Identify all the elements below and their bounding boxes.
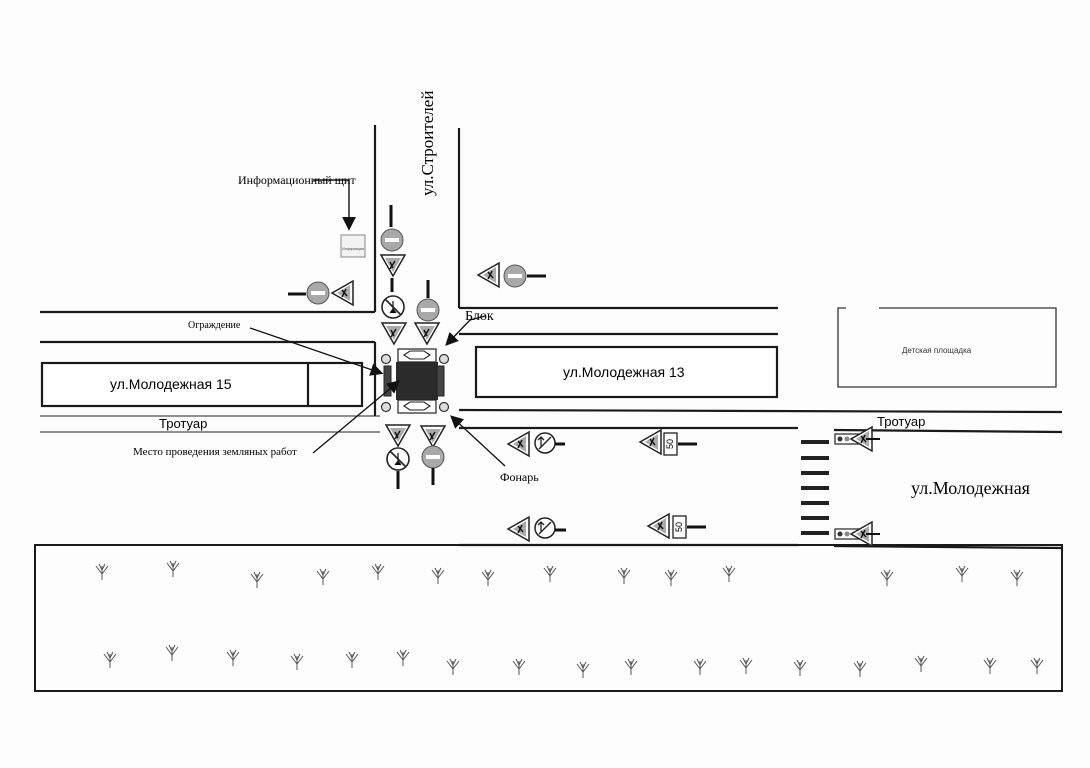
tree-icon: [576, 661, 590, 679]
street-lamp-icon: [438, 401, 450, 413]
roadworks-sign-icon: [647, 513, 670, 539]
tree-icon: [396, 649, 410, 667]
arrow-icon: [313, 179, 356, 231]
building-15-label: ул.Молодежная 15: [110, 376, 232, 392]
tree-icon: [431, 567, 445, 585]
tree-icon: [166, 560, 180, 578]
roadworks-sign-icon: [420, 425, 446, 448]
tree-icon: [481, 569, 495, 587]
tree-icon: [512, 658, 526, 676]
street-name-molodezhnaya: ул.Молодежная: [911, 478, 1030, 498]
no-entry-sign-icon: [421, 445, 445, 469]
park-area: [34, 544, 1063, 692]
playground-label: Детская площадка: [902, 346, 972, 355]
tree-icon: [103, 651, 117, 669]
no-pedestrians-sign-icon: [386, 447, 410, 471]
tree-icon: [664, 569, 678, 587]
detour-sign-icon: [534, 432, 556, 454]
excavation-site: [380, 348, 450, 414]
street-lamp-icon: [380, 401, 392, 413]
lamp-label: Фонарь: [500, 470, 539, 484]
road-lines: [40, 125, 1063, 550]
tree-icon: [290, 653, 304, 671]
tree-icon: [1010, 569, 1024, 587]
street-lamp-icon: [380, 353, 392, 365]
sidewalk-right-label: Тротуар: [877, 414, 925, 429]
tree-icon: [624, 658, 638, 676]
block-label: Блок: [465, 309, 494, 324]
tree-icon: [226, 649, 240, 667]
building-13-label: ул.Молодежная 13: [563, 364, 685, 380]
tree-icon: [1030, 657, 1044, 675]
info-board-label: Информационный щит: [238, 173, 356, 187]
street-lamp-icon: [438, 353, 450, 365]
sidewalk-left-label: Тротуар: [159, 416, 207, 431]
tree-icon: [793, 659, 807, 677]
tree-icon: [371, 563, 385, 581]
building-molodezhnaya-13: [474, 345, 779, 399]
no-pedestrians-sign-icon: [381, 295, 405, 319]
arrow-icon: [450, 415, 506, 467]
tree-icon: [345, 651, 359, 669]
no-entry-sign-icon: [503, 264, 527, 288]
tree-icon: [446, 658, 460, 676]
roadworks-sign-icon: [331, 280, 354, 306]
roadworks-sign-icon: [639, 429, 662, 455]
roadworks-sign-icon: [380, 254, 406, 277]
roadworks-sign-icon: [385, 424, 411, 447]
tree-icon: [914, 655, 928, 673]
roadworks-sign-icon: [507, 516, 530, 542]
concrete-block: [397, 399, 437, 414]
fence-label: Ограждение: [188, 320, 241, 331]
arrow-icon: [249, 327, 384, 376]
tree-icon: [95, 563, 109, 581]
tree-icon: [880, 569, 894, 587]
excavation-label: Место проведения земляных работ: [133, 446, 297, 458]
no-entry-sign-icon: [416, 298, 440, 322]
arrow-icon: [445, 315, 486, 346]
trees-row-1: [95, 560, 1024, 589]
svg-text:50: 50: [665, 439, 675, 449]
tree-icon: [693, 658, 707, 676]
tree-icon: [853, 660, 867, 678]
roadworks-sign-icon: [414, 322, 440, 345]
svg-text:50: 50: [674, 522, 684, 532]
playground-area: [837, 307, 1057, 388]
roadworks-sign-icon: [381, 322, 407, 345]
pedestrian-crossing: [801, 440, 829, 535]
speed-limit-sign-icon: 50: [672, 515, 687, 539]
roadworks-sign-icon: [477, 262, 500, 288]
tree-icon: [739, 657, 753, 675]
street-name-stroiteley: ул.Строителей: [418, 91, 437, 196]
svg-text:Информация: Информация: [342, 247, 364, 251]
tree-icon: [722, 565, 736, 583]
concrete-block: [397, 348, 437, 363]
tree-icon: [983, 657, 997, 675]
roadworks-sign-icon: [507, 431, 530, 457]
tree-icon: [250, 571, 264, 589]
tree-icon: [955, 565, 969, 583]
detour-sign-icon: [534, 517, 556, 539]
trees-row-2: [103, 644, 1044, 679]
tree-icon: [543, 565, 557, 583]
no-entry-sign-icon: [306, 281, 330, 305]
arrow-icon: [312, 380, 400, 454]
info-board: Информация: [340, 234, 366, 258]
tree-icon: [165, 644, 179, 662]
tree-icon: [617, 567, 631, 585]
tree-icon: [316, 568, 330, 586]
speed-limit-sign-icon: 50: [663, 432, 678, 456]
no-entry-sign-icon: [380, 228, 404, 252]
